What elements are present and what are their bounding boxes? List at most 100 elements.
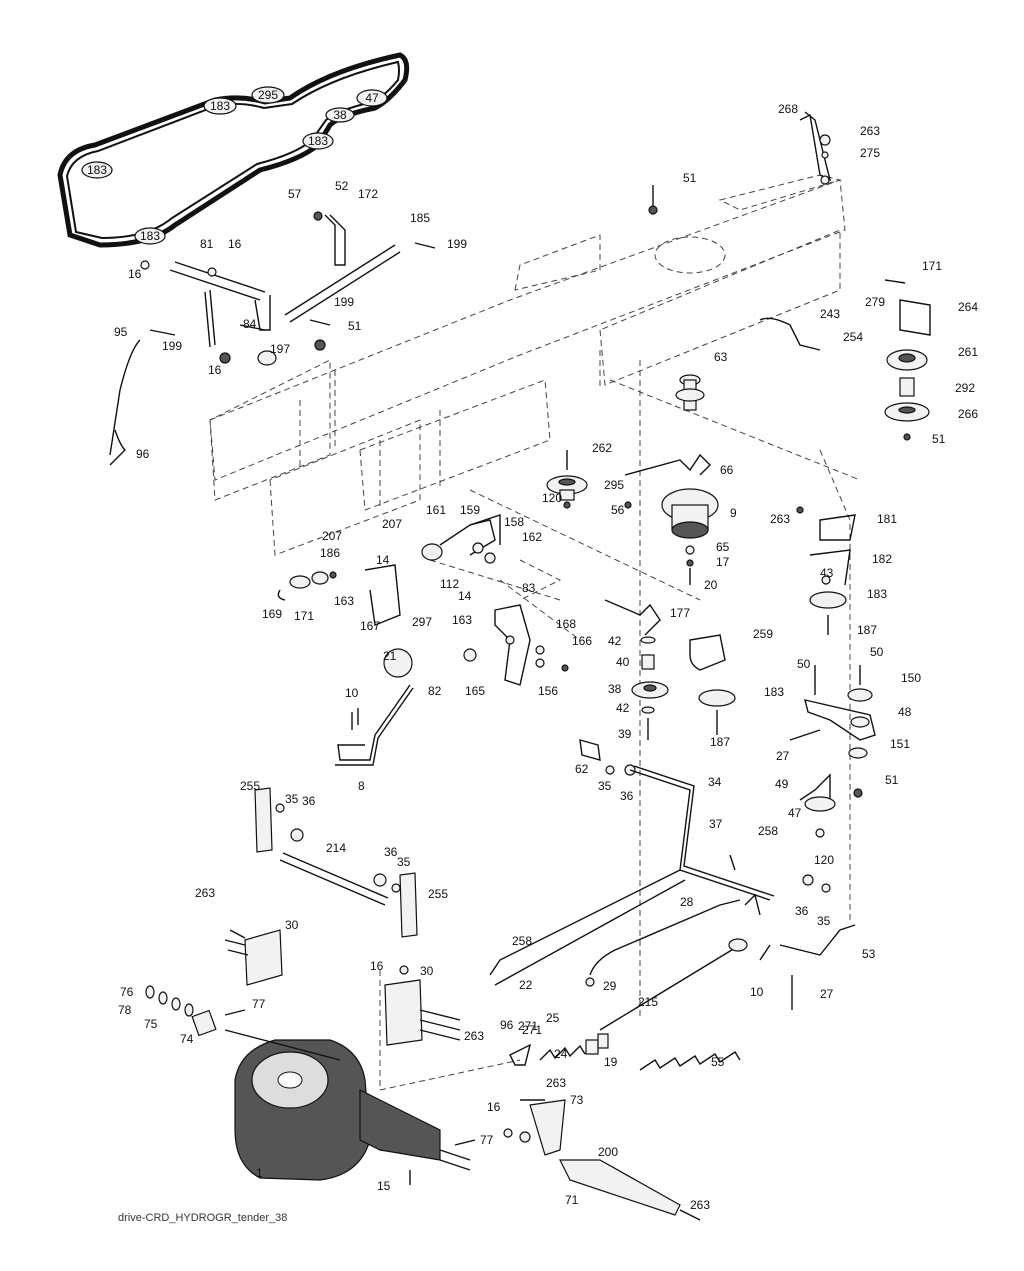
- part-number-label: 171: [922, 259, 942, 273]
- pulley-183-a: [203, 97, 237, 115]
- right-arm: [789, 665, 876, 838]
- part-number-label: 186: [320, 546, 340, 560]
- part-number-label: 258: [512, 934, 532, 948]
- part-number-label: 65: [716, 540, 730, 554]
- part-number-label: 150: [901, 671, 921, 685]
- part-number-label: 28: [680, 895, 694, 909]
- part-number-label: 263: [546, 1076, 566, 1090]
- pulley-label: 183: [308, 134, 328, 148]
- part-number-label: 262: [592, 441, 612, 455]
- part-number-label: 165: [465, 684, 485, 698]
- part-number-label: 49: [775, 777, 789, 791]
- part-number-label: 279: [865, 295, 885, 309]
- part-number-label: 297: [412, 615, 432, 629]
- part-number-label: 172: [358, 187, 378, 201]
- part-number-label: 168: [556, 617, 576, 631]
- part-number-label: 51: [885, 773, 899, 787]
- part-number-label: 25: [546, 1011, 560, 1025]
- part-number-label: 27: [776, 749, 790, 763]
- transaxle: [224, 1029, 476, 1185]
- part-number-label: 29: [603, 979, 617, 993]
- part-number-label: 62: [575, 762, 589, 776]
- part-number-label: 78: [118, 1003, 132, 1017]
- pulley-label: 295: [258, 88, 278, 102]
- part-number-label: 10: [750, 985, 764, 999]
- part-number-label: 156: [538, 684, 558, 698]
- part-number-label: 75: [144, 1017, 158, 1031]
- part-number-label: 263: [860, 124, 880, 138]
- part-number-label: 74: [180, 1032, 194, 1046]
- pulley-38: [325, 107, 355, 123]
- part-number-label: 8: [358, 779, 365, 793]
- part-number-label: 51: [683, 171, 697, 185]
- part-number-label: 177: [670, 606, 690, 620]
- part-number-label: 199: [162, 339, 182, 353]
- part-number-label: 120: [542, 491, 562, 505]
- part-number-label: 263: [690, 1198, 710, 1212]
- part-number-label: 271: [518, 1019, 538, 1033]
- part-number-label: 47: [788, 806, 802, 820]
- pulley-label: 183: [140, 229, 160, 243]
- part-number-label: 263: [195, 886, 215, 900]
- part-number-label: 181: [877, 512, 897, 526]
- pulley-label: 38: [333, 108, 347, 122]
- part-number-label: 9: [730, 506, 737, 520]
- axle-bracket: [254, 787, 418, 938]
- part-number-label: 183: [867, 587, 887, 601]
- part-number-label: 73: [570, 1093, 584, 1107]
- part-number-label: 275: [860, 146, 880, 160]
- part-number-label: 83: [522, 581, 536, 595]
- part-number-label: 112: [440, 577, 459, 591]
- part-number-label: 183: [764, 685, 784, 699]
- springs: [509, 1033, 741, 1071]
- part-number-label: 35: [397, 855, 411, 869]
- pulley-47: [356, 89, 388, 107]
- part-number-label: 207: [322, 529, 342, 543]
- part-number-label: 271: [522, 1023, 542, 1037]
- part-number-label: 151: [890, 737, 910, 751]
- part-number-label: 30: [285, 918, 299, 932]
- part-number-label: 35: [285, 792, 299, 806]
- part-number-label: 10: [345, 686, 359, 700]
- part-number-label: 81: [200, 237, 214, 251]
- part-number-label: 22: [519, 978, 533, 992]
- part-number-label: 52: [335, 179, 349, 193]
- part-number-label: 95: [114, 325, 128, 339]
- part-number-label: 171: [294, 609, 314, 623]
- pulley-183-b: [302, 132, 334, 150]
- part-number-label: 199: [334, 295, 354, 309]
- part-number-label: 96: [500, 1018, 514, 1032]
- part-number-label: 1: [256, 1166, 263, 1180]
- part-number-label: 16: [228, 237, 242, 251]
- lift-linkage: [109, 211, 436, 466]
- part-number-label: 36: [620, 789, 634, 803]
- part-number-label: 169: [262, 607, 282, 621]
- part-number-label: 161: [426, 503, 446, 517]
- part-number-label: 56: [611, 503, 625, 517]
- drive-belt: [57, 52, 410, 248]
- part-number-label: 185: [410, 211, 430, 225]
- pulley-label: 47: [365, 91, 379, 105]
- part-number-label: 162: [522, 530, 542, 544]
- part-number-label: 266: [958, 407, 978, 421]
- part-number-label: 51: [348, 319, 362, 333]
- frame-dashed: [209, 174, 861, 1091]
- part-number-label: 254: [843, 330, 863, 344]
- part-number-label: 16: [370, 959, 384, 973]
- top-right-assembly: [759, 111, 931, 441]
- part-number-label: 96: [136, 447, 150, 461]
- part-number-label: 295: [604, 478, 624, 492]
- part-number-label: 76: [120, 985, 134, 999]
- idler-stack: [604, 599, 736, 740]
- part-number-label: 261: [958, 345, 978, 359]
- part-number-label: 259: [753, 627, 773, 641]
- part-number-label: 84: [243, 317, 257, 331]
- bottom-brackets: [503, 1099, 701, 1221]
- part-number-label: 36: [302, 794, 316, 808]
- part-number-label: 55: [711, 1055, 725, 1069]
- right-idler: [796, 506, 856, 635]
- pulley-label: 183: [87, 163, 107, 177]
- part-number-label: 42: [616, 701, 630, 715]
- part-number-label: 264: [958, 300, 978, 314]
- lever-handle: [335, 648, 414, 766]
